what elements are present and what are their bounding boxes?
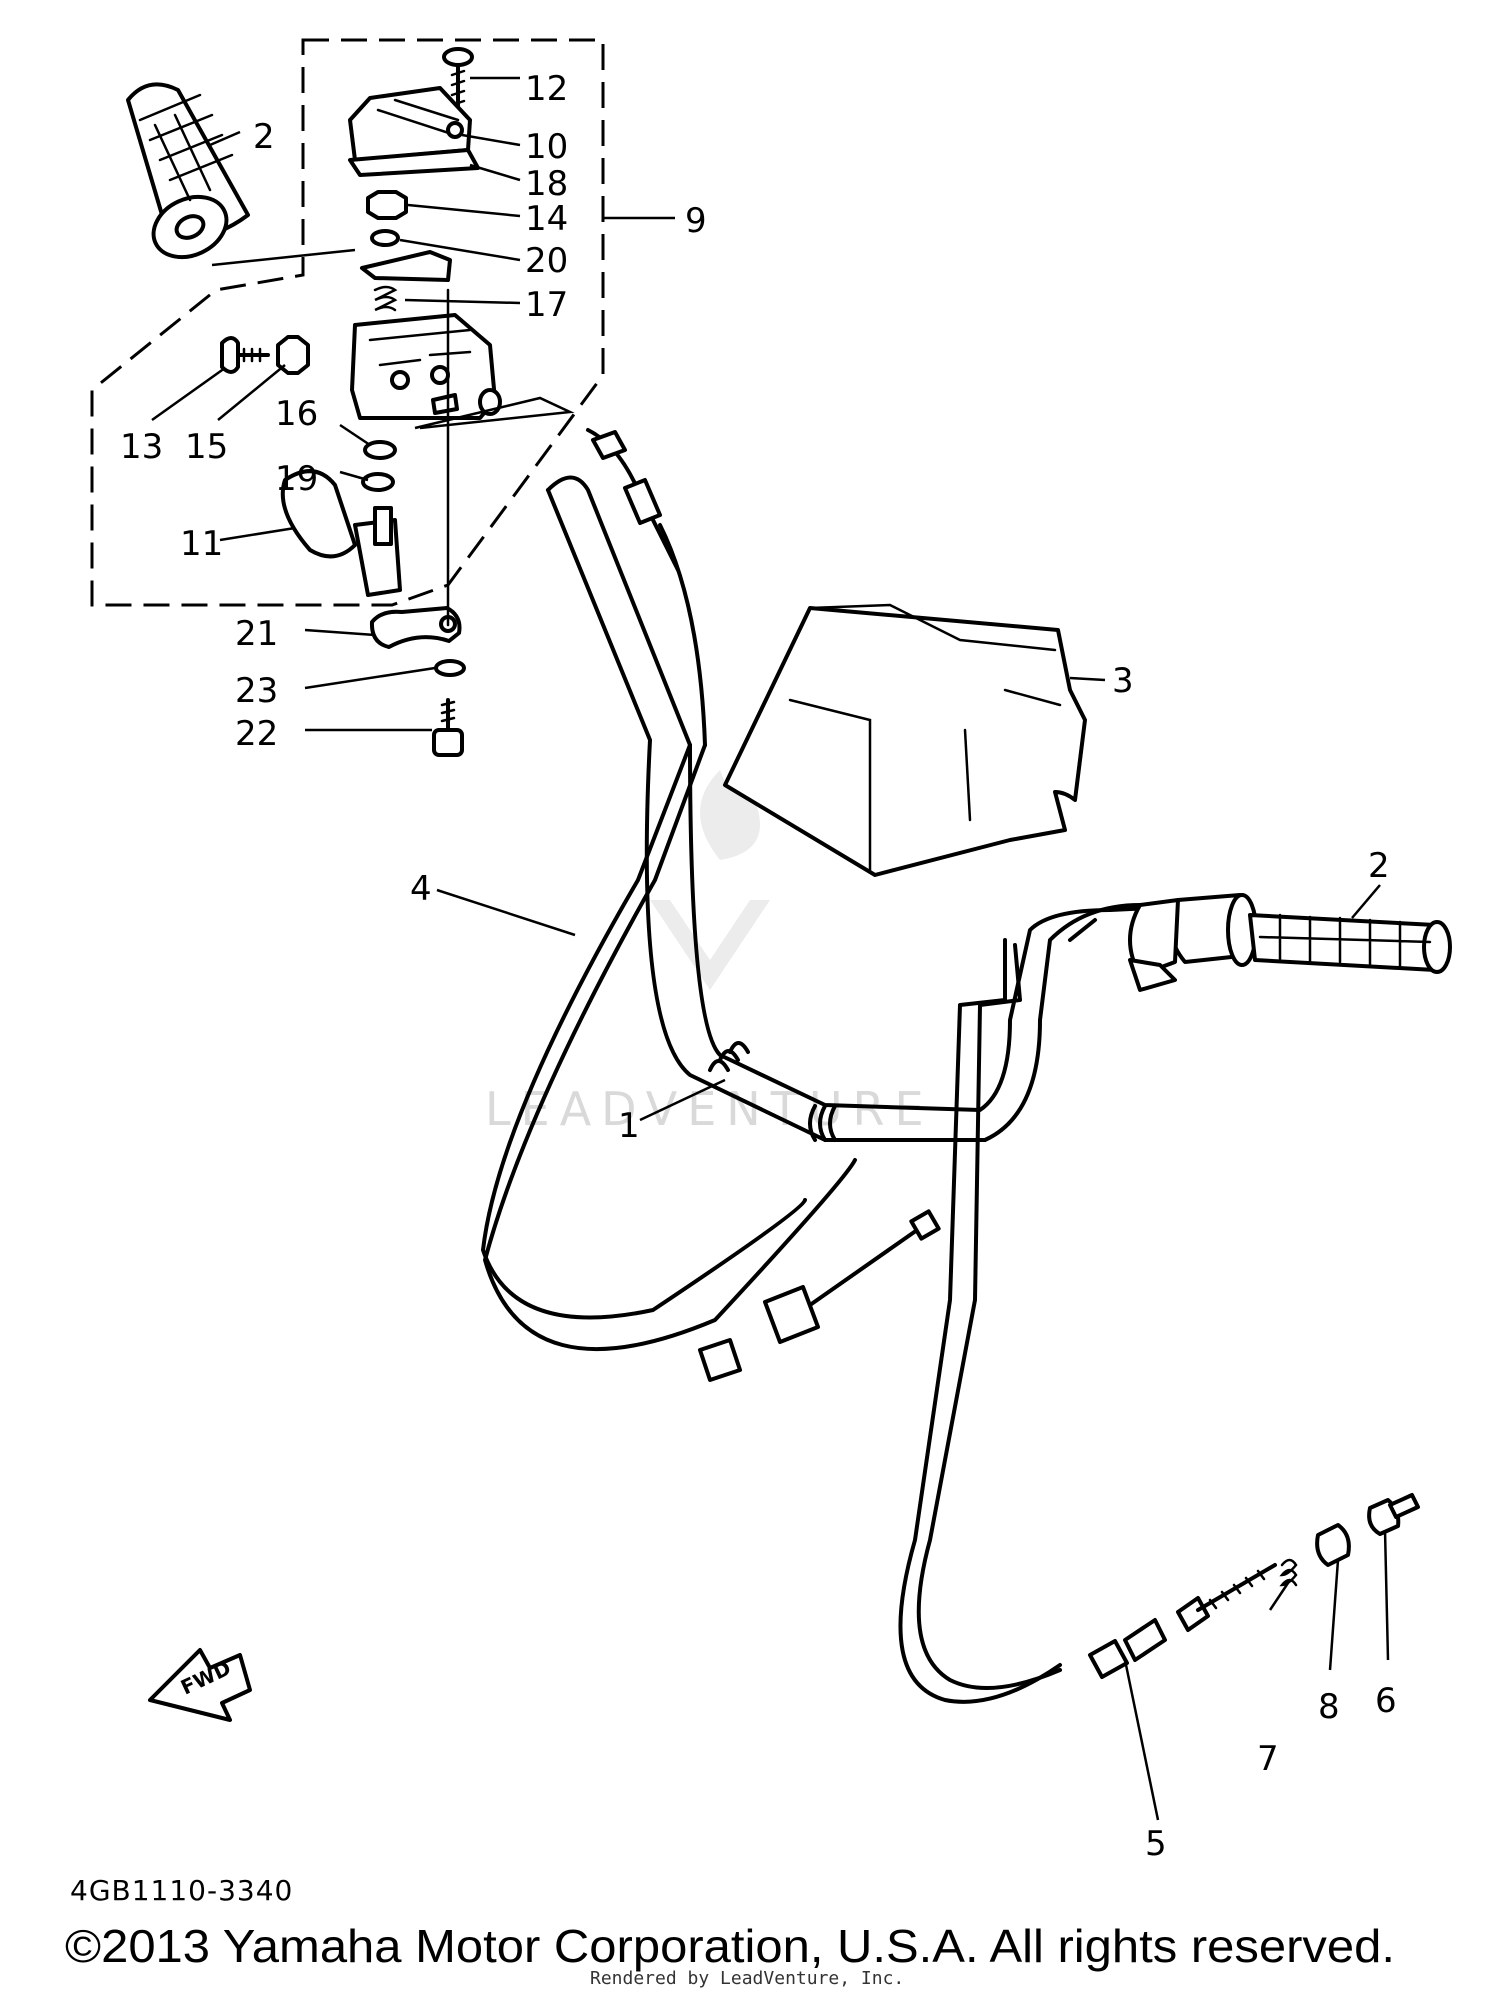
clamp-21 <box>369 606 462 649</box>
callout-12: 12 <box>525 69 568 109</box>
watermark: LEADVENTURE <box>485 770 934 1136</box>
callout-6: 6 <box>1375 1681 1397 1721</box>
washer-19 <box>361 472 395 492</box>
rendered-by-note: Rendered by LeadVenture, Inc. <box>590 1968 904 1989</box>
callout-9: 9 <box>685 201 707 241</box>
cover-3 <box>723 603 1087 877</box>
callout-20: 20 <box>525 241 568 281</box>
callout-13: 13 <box>120 427 163 467</box>
assembly-9-outline <box>90 38 605 607</box>
callouts: 2 12 10 18 14 20 17 9 13 15 16 19 11 21 … <box>120 69 1397 1864</box>
callout-4: 4 <box>410 869 432 909</box>
callout-2-left: 2 <box>253 117 275 157</box>
leader-housing <box>414 396 575 430</box>
callout-1: 1 <box>618 1106 640 1146</box>
leader-grip-assembly <box>211 248 356 267</box>
washer-20 <box>370 229 400 247</box>
washer-23 <box>434 659 466 677</box>
watermark-text: LEADVENTURE <box>485 1082 934 1136</box>
callout-11: 11 <box>180 524 223 564</box>
fwd-arrow-icon: FWD <box>148 1648 252 1722</box>
callout-23: 23 <box>235 671 278 711</box>
callout-19: 19 <box>275 459 318 499</box>
pin-8 <box>1315 1523 1351 1567</box>
callout-16: 16 <box>275 394 318 434</box>
callout-2-right: 2 <box>1368 846 1390 886</box>
callout-3: 3 <box>1112 661 1134 701</box>
callout-8: 8 <box>1318 1687 1340 1727</box>
callout-22: 22 <box>235 714 278 754</box>
screw-13 <box>220 336 270 374</box>
brake-cable-5 <box>898 918 1277 1704</box>
callout-21: 21 <box>235 614 278 654</box>
wing-nut-6 <box>1367 1493 1420 1536</box>
bolt-22 <box>432 698 464 757</box>
callout-10: 10 <box>525 127 568 167</box>
callout-18: 18 <box>525 164 568 204</box>
handlebar-1 <box>546 475 1217 1142</box>
callout-14: 14 <box>525 199 568 239</box>
copyright-notice: ©2013 Yamaha Motor Corporation, U.S.A. A… <box>65 1920 1395 1972</box>
washer-16 <box>363 440 397 460</box>
callout-17: 17 <box>525 285 568 325</box>
spring-17 <box>373 285 398 312</box>
throttle-lever-11 <box>280 469 402 597</box>
nut-14 <box>366 190 408 220</box>
throttle-cable-4 <box>481 428 941 1382</box>
grip-left <box>126 82 250 260</box>
callout-5: 5 <box>1145 1824 1167 1864</box>
spring-7 <box>1279 1558 1298 1587</box>
callout-15: 15 <box>185 427 228 467</box>
callout-7: 7 <box>1257 1739 1279 1779</box>
grip-right <box>1128 893 1452 992</box>
diagram-code: 4GB1110-3340 <box>70 1874 293 1907</box>
plate <box>360 250 452 282</box>
cover-10 <box>348 86 472 162</box>
throttle-housing-9 <box>350 313 502 420</box>
leader-lines <box>151 76 1390 1821</box>
